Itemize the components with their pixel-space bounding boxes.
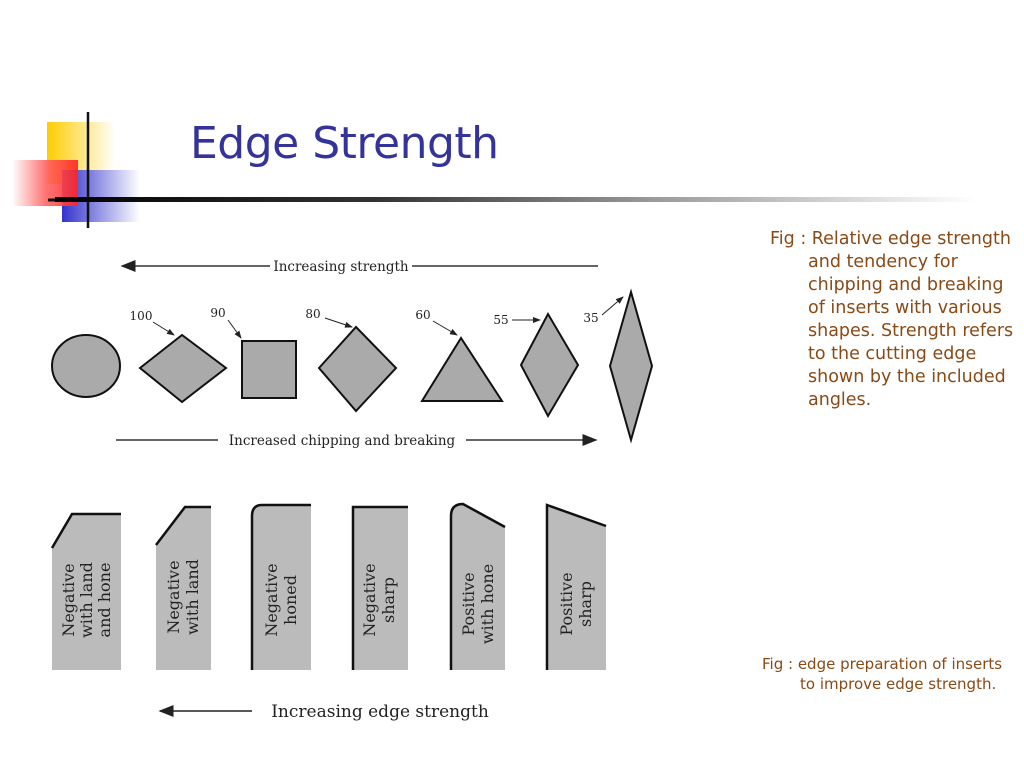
caption-fig-edge-prep-text: Fig : edge preparation of inserts to imp… bbox=[762, 655, 1003, 693]
caption-fig-edge-prep: Fig : edge preparation of inserts to imp… bbox=[762, 654, 1012, 694]
angle-label-60: 60 bbox=[415, 308, 430, 322]
edge-prep-positive-sharp bbox=[545, 503, 607, 670]
rhombus-35-insert bbox=[608, 288, 654, 444]
edge-prep-negative-land bbox=[155, 505, 211, 670]
svg-text:Negative: Negative bbox=[164, 560, 183, 633]
angle-pointer-80 bbox=[324, 317, 353, 328]
svg-text:and hone: and hone bbox=[95, 563, 114, 638]
square-insert bbox=[241, 340, 297, 399]
rhombus-55-insert bbox=[519, 311, 580, 419]
angle-label-100: 100 bbox=[130, 309, 153, 323]
prep-label-6: Positive sharp bbox=[557, 572, 595, 635]
svg-text:honed: honed bbox=[281, 575, 300, 625]
strength-arrow-label: Increasing strength bbox=[273, 259, 409, 275]
prep-label-1: Negative with land and hone bbox=[59, 562, 114, 638]
svg-text:Positive: Positive bbox=[557, 572, 576, 635]
slide-title: Edge Strength bbox=[190, 118, 499, 169]
edge-prep-positive-hone bbox=[449, 502, 506, 670]
svg-text:Negative: Negative bbox=[360, 563, 379, 636]
prep-label-3: Negative honed bbox=[262, 563, 300, 636]
angle-label-35: 35 bbox=[583, 311, 598, 325]
rhombus-80-insert bbox=[317, 325, 398, 413]
svg-text:sharp: sharp bbox=[576, 581, 595, 627]
rhombus-100-insert bbox=[138, 333, 228, 404]
svg-text:Negative: Negative bbox=[262, 563, 281, 636]
angle-label-55: 55 bbox=[493, 313, 508, 327]
triangle-insert bbox=[420, 336, 504, 402]
circle-insert bbox=[51, 334, 121, 398]
svg-text:Negative: Negative bbox=[59, 563, 78, 636]
prep-label-4: Negative sharp bbox=[360, 563, 398, 636]
caption-fig-shapes: Fig : Relative edge strength and tendenc… bbox=[770, 228, 1020, 412]
edge-prep-negative-sharp bbox=[351, 505, 408, 670]
svg-text:Positive: Positive bbox=[459, 572, 478, 635]
chipping-arrow-label: Increased chipping and breaking bbox=[229, 433, 456, 449]
prep-label-2: Negative with land bbox=[164, 559, 202, 635]
angle-pointer-90 bbox=[227, 319, 242, 339]
svg-text:sharp: sharp bbox=[379, 577, 398, 623]
edge-strength-arrow-label: Increasing edge strength bbox=[271, 702, 489, 722]
edge-prep-negative-land-hone bbox=[50, 512, 121, 670]
svg-text:with land: with land bbox=[77, 562, 96, 638]
svg-text:with land: with land bbox=[183, 559, 202, 635]
svg-text:with hone: with hone bbox=[478, 564, 497, 644]
edge-prep-negative-honed bbox=[250, 503, 311, 670]
angle-pointer-100 bbox=[152, 321, 175, 336]
angle-pointer-35 bbox=[601, 296, 624, 316]
angle-pointer-60 bbox=[432, 320, 458, 336]
title-underline bbox=[55, 197, 975, 202]
prep-label-5: Positive with hone bbox=[459, 564, 497, 644]
angle-label-80: 80 bbox=[305, 307, 320, 321]
caption-fig-shapes-text: Fig : Relative edge strength and tendenc… bbox=[770, 229, 1014, 410]
angle-label-90: 90 bbox=[210, 306, 225, 320]
